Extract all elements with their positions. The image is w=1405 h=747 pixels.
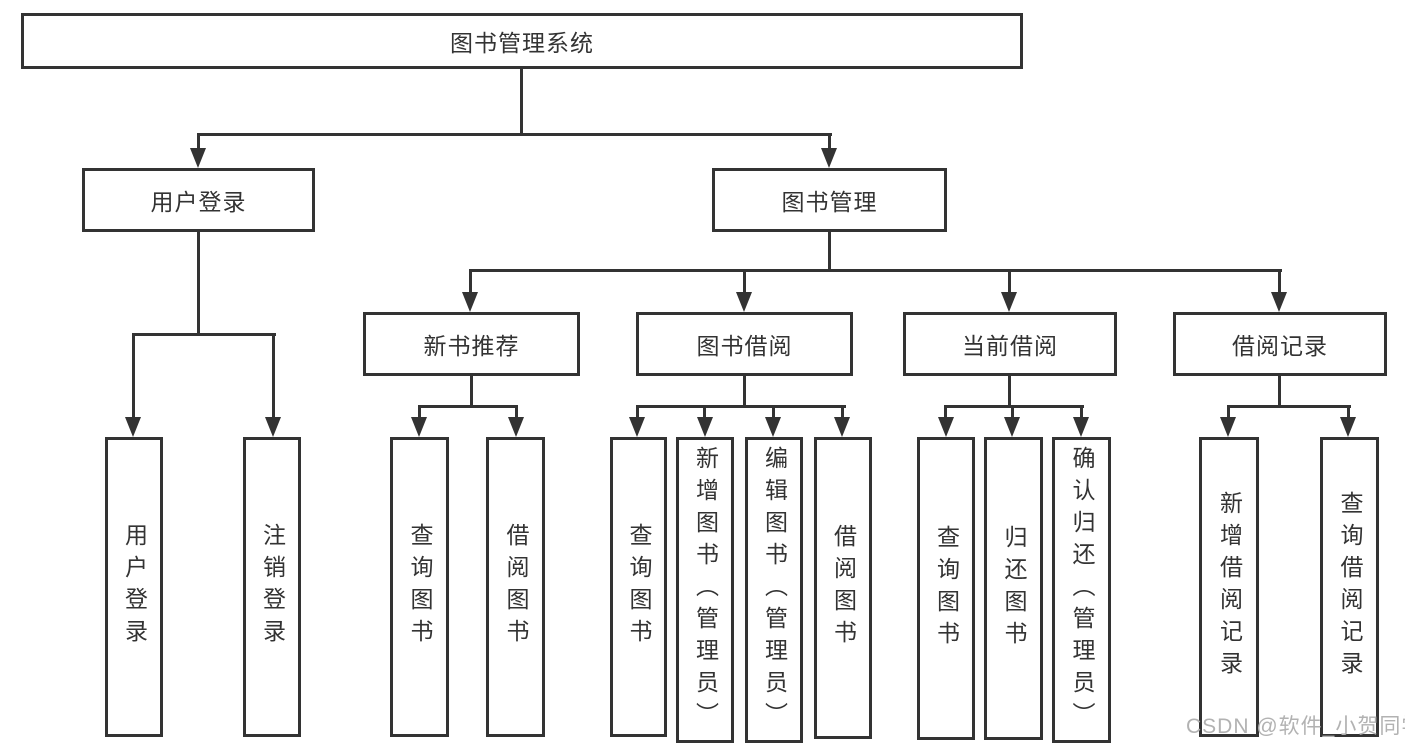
connector-bookmgmt-drop3 (1008, 269, 1011, 293)
node-new-book-recommend: 新书推荐 (363, 312, 580, 376)
leaf-logout: 注销登录 (243, 437, 301, 737)
connector-current-stem (1008, 376, 1011, 407)
connector-records-stem (1278, 376, 1281, 407)
arrow-newrec-leaf1 (411, 417, 427, 437)
connector-current-drop3 (1080, 405, 1083, 419)
connector-userlogin-drop2 (272, 333, 275, 419)
arrow-to-new-recommend (462, 292, 478, 312)
connector-bookmgmt-drop4 (1278, 269, 1281, 293)
connector-bookborrow-drop3 (772, 405, 775, 419)
connector-current-drop1 (944, 405, 947, 419)
arrow-records-leaf1 (1220, 417, 1236, 437)
connector-root-stem (520, 69, 523, 135)
connector-newrec-hbar (418, 405, 518, 408)
connector-newrec-stem (470, 376, 473, 408)
arrow-to-leaf-logout (265, 417, 281, 437)
arrow-to-book-borrow (736, 292, 752, 312)
connector-root-left-drop (197, 133, 200, 151)
connector-bookmgmt-hbar (469, 269, 1282, 272)
arrow-bookborrow-leaf4 (834, 417, 850, 437)
leaf-bb-edit-books-admin: 编辑图书（管理员） (745, 437, 803, 743)
connector-newrec-drop1 (418, 405, 421, 419)
connector-bookborrow-stem (743, 376, 746, 407)
arrow-to-book-management (821, 148, 837, 168)
arrow-current-leaf3 (1073, 417, 1089, 437)
node-user-login: 用户登录 (82, 168, 315, 232)
leaf-cur-return-books: 归还图书 (984, 437, 1043, 740)
leaf-user-login: 用户登录 (105, 437, 163, 737)
connector-bookborrow-drop4 (841, 405, 844, 419)
leaf-newrec-borrow-books: 借阅图书 (486, 437, 545, 737)
leaf-bb-add-books-admin: 新增图书（管理员） (676, 437, 734, 743)
node-borrow-records: 借阅记录 (1173, 312, 1387, 376)
connector-records-drop2 (1347, 405, 1350, 419)
leaf-rec-query-record: 查询借阅记录 (1320, 437, 1379, 737)
leaf-newrec-query-books: 查询图书 (390, 437, 449, 737)
arrow-bookborrow-leaf1 (629, 417, 645, 437)
csdn-watermark: CSDN @软件_小贺同学 (1186, 715, 1405, 738)
connector-userlogin-hbar (132, 333, 276, 336)
arrow-to-user-login (190, 148, 206, 168)
connector-userlogin-drop1 (132, 333, 135, 419)
connector-bookborrow-drop2 (703, 405, 706, 419)
leaf-bb-query-books: 查询图书 (610, 437, 667, 737)
arrow-to-leaf-user-login (125, 417, 141, 437)
node-root-system: 图书管理系统 (21, 13, 1023, 69)
arrow-current-leaf2 (1004, 417, 1020, 437)
arrow-records-leaf2 (1340, 417, 1356, 437)
connector-root-right-drop (828, 133, 831, 151)
connector-userlogin-stem (197, 232, 200, 335)
arrow-bookborrow-leaf2 (697, 417, 713, 437)
connector-bookborrow-drop1 (636, 405, 639, 419)
connector-records-hbar (1227, 405, 1351, 408)
node-book-borrow: 图书借阅 (636, 312, 853, 376)
connector-bookborrow-hbar (636, 405, 846, 408)
arrow-current-leaf1 (938, 417, 954, 437)
connector-current-hbar (944, 405, 1084, 408)
connector-newrec-drop2 (515, 405, 518, 419)
arrow-to-current-borrow (1001, 292, 1017, 312)
node-book-management: 图书管理 (712, 168, 947, 232)
connector-root-hbar (197, 133, 832, 136)
connector-records-drop1 (1227, 405, 1230, 419)
connector-current-drop2 (1011, 405, 1014, 419)
leaf-cur-confirm-return-admin: 确认归还（管理员） (1052, 437, 1111, 743)
leaf-rec-add-record: 新增借阅记录 (1199, 437, 1259, 737)
connector-bookmgmt-stem (828, 232, 831, 272)
node-current-borrow: 当前借阅 (903, 312, 1117, 376)
leaf-cur-query-books: 查询图书 (917, 437, 975, 740)
leaf-bb-borrow-books: 借阅图书 (814, 437, 872, 739)
arrow-bookborrow-leaf3 (765, 417, 781, 437)
connector-bookmgmt-drop2 (743, 269, 746, 293)
arrow-newrec-leaf2 (508, 417, 524, 437)
connector-bookmgmt-drop1 (469, 269, 472, 293)
arrow-to-borrow-records (1271, 292, 1287, 312)
